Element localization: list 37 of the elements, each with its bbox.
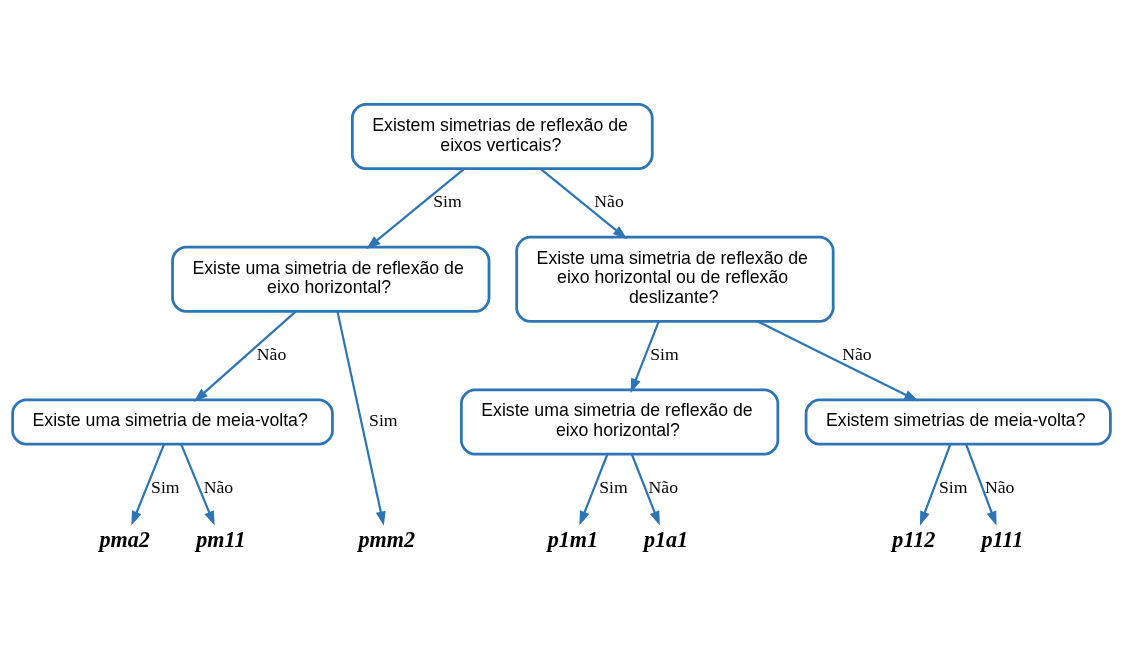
edge-label: Não: [984, 476, 1015, 497]
node-text: p1m1: [547, 526, 599, 552]
node-box: Existe uma simetria de meia-volta?: [11, 398, 334, 446]
node-text: p111: [981, 526, 1024, 552]
edge-label: Sim: [151, 476, 180, 497]
node-text: p112: [892, 526, 936, 552]
arrow: [965, 443, 997, 526]
arrow: [579, 453, 609, 526]
arrow: [630, 320, 660, 393]
node-text: pm11: [196, 526, 246, 552]
edge-label: Não: [256, 343, 287, 364]
node-box: Existe uma simetria de reflexão de eixo horizontal?: [459, 388, 780, 455]
arrow: [757, 319, 919, 401]
node-box: Existem simetrias de meia-volta?: [804, 398, 1112, 446]
node-text: p1a1: [643, 526, 689, 552]
node-box: Existem simetrias de reflexão de eixos verticais?: [350, 102, 654, 170]
edge-label: Não: [842, 343, 872, 364]
edge-label: Não: [648, 476, 679, 497]
arrow: [919, 443, 952, 526]
arrow: [539, 167, 628, 239]
node-text: pmm2: [358, 526, 415, 552]
arrow: [366, 167, 465, 249]
edge-label: Sim: [938, 476, 968, 497]
node-text: pma2: [99, 526, 150, 552]
arrow: [180, 443, 215, 526]
edge-label: Sim: [650, 343, 679, 364]
arrow: [630, 453, 660, 526]
edge-label: Sim: [369, 409, 398, 430]
edge-label: Sim: [433, 190, 462, 211]
node-box: Existe uma simetria de reflexão de eixo horizontal ou de reflexão deslizante?: [515, 235, 835, 323]
node-box: Existe uma simetria de reflexão de eixo horizontal?: [171, 245, 491, 313]
arrow: [193, 310, 297, 402]
arrow: [336, 311, 386, 526]
edge-label: Não: [594, 190, 624, 211]
edge-label: Não: [203, 476, 234, 497]
arrow: [131, 443, 166, 526]
edge-label: Sim: [599, 476, 628, 497]
